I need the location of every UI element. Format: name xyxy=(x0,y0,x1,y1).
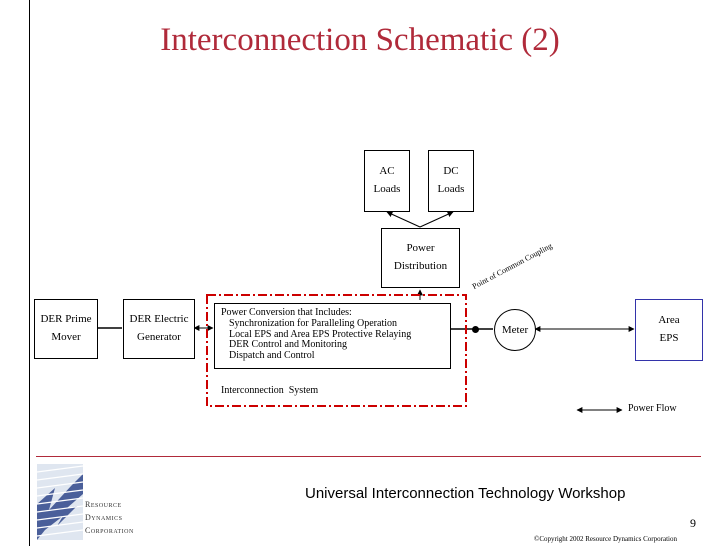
interconnection-system-border xyxy=(206,294,467,407)
interconnection-system-label: Interconnection System xyxy=(221,385,319,396)
dc-loads-box: DC Loads xyxy=(428,150,474,212)
logo-line-3: Corporation xyxy=(85,526,134,535)
area-eps-line-2: EPS xyxy=(659,332,679,344)
power-conversion-item: Synchronization for Paralleling Operatio… xyxy=(229,317,398,329)
ac-loads-box: AC Loads xyxy=(364,150,410,212)
logo-line-2: Dynamics xyxy=(85,513,123,522)
meter-label: Meter xyxy=(501,324,529,336)
meter-circle: Meter xyxy=(494,309,536,351)
der-prime-mover-box: DER Prime Mover xyxy=(34,299,98,359)
power-conversion-box: Power Conversion that Includes: Synchron… xyxy=(214,303,451,369)
power-conversion-item: DER Control and Monitoring xyxy=(229,339,348,351)
copyright-notice: ©Copyright 2002 Resource Dynamics Corpor… xyxy=(534,535,677,543)
dc-loads-line-1: DC xyxy=(443,165,459,178)
arrow-to-ac-loads xyxy=(386,211,421,228)
power-conversion-item: Dispatch and Control xyxy=(229,350,315,362)
company-logo: Resource Dynamics Corporation xyxy=(37,464,157,542)
der-generator-line-2: Generator xyxy=(137,331,181,343)
area-eps-box: Area EPS xyxy=(635,299,703,361)
der-prime-mover-line-2: Mover xyxy=(51,331,81,343)
area-eps-line-1: Area xyxy=(658,314,680,327)
der-prime-mover-line-1: DER Prime xyxy=(40,313,92,326)
arrow-to-dc-loads xyxy=(419,211,454,228)
power-distribution-box: Power Distribution xyxy=(381,228,460,288)
slide-left-border xyxy=(29,0,30,546)
striped-lightning-logo-icon xyxy=(37,464,83,540)
power-conversion-heading: Power Conversion that Includes: xyxy=(221,307,352,318)
dc-loads-line-2: Loads xyxy=(437,183,465,195)
logo-line-1: Resource xyxy=(85,500,122,509)
ac-loads-line-1: AC xyxy=(379,165,395,178)
power-distribution-line-1: Power xyxy=(406,242,435,255)
point-of-common-coupling-dot xyxy=(472,326,479,333)
der-generator-box: DER Electric Generator xyxy=(123,299,195,359)
der-generator-line-1: DER Electric xyxy=(129,313,189,326)
logo-text: Resource Dynamics Corporation xyxy=(85,498,134,537)
legend-power-flow-label: Power Flow xyxy=(628,403,677,414)
page-number: 9 xyxy=(690,516,696,530)
ac-loads-line-2: Loads xyxy=(373,183,401,195)
power-conversion-item: Local EPS and Area EPS Protective Relayi… xyxy=(229,328,412,340)
footer-divider xyxy=(36,456,701,457)
power-distribution-line-2: Distribution xyxy=(393,260,448,272)
slide-title: Interconnection Schematic (2) xyxy=(160,22,560,58)
footer-title: Universal Interconnection Technology Wor… xyxy=(305,485,626,502)
